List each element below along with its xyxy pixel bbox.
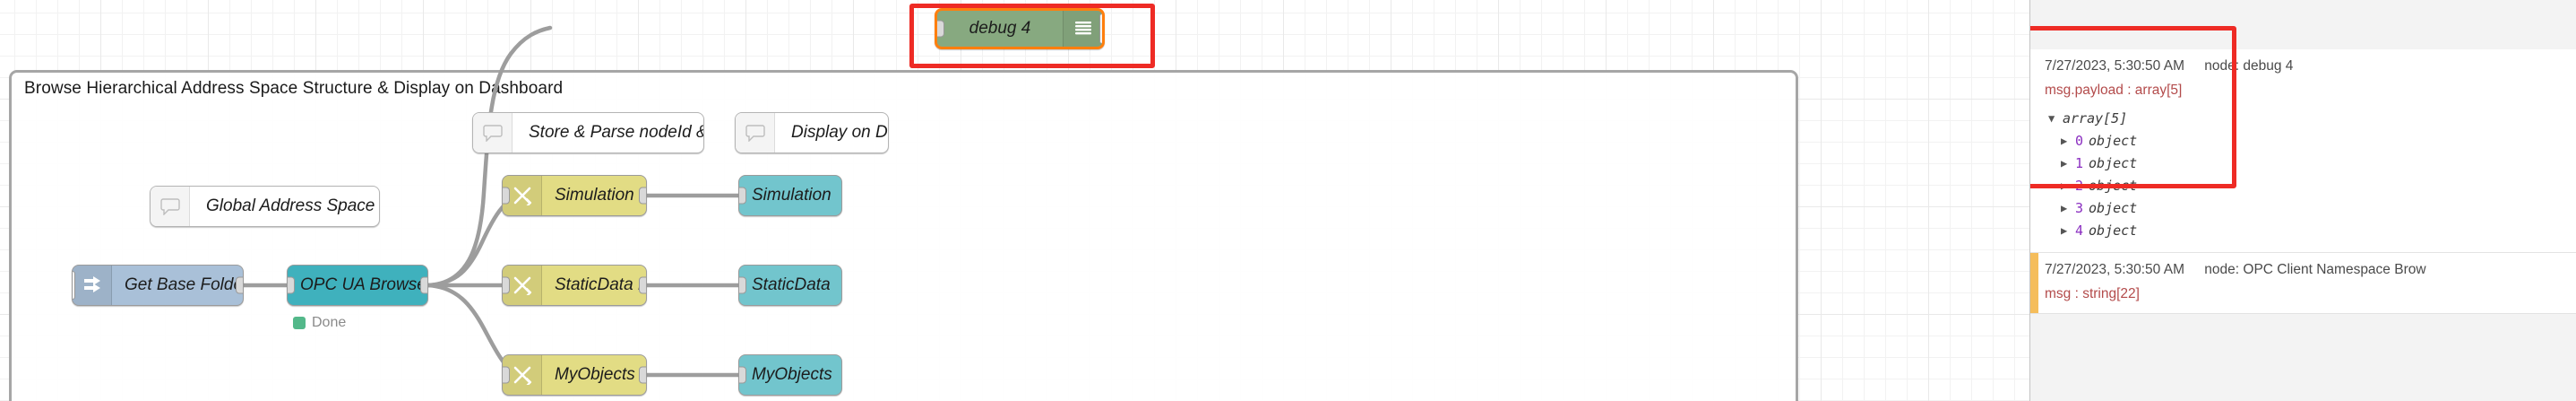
list-lines-icon <box>1063 11 1102 47</box>
message-header: 7/27/2023, 5:30:50 AM node: debug 4 <box>2045 58 2565 74</box>
node-function-simulation-folder[interactable]: Simulation Folder <box>502 175 647 216</box>
ui-staticdata-input-port[interactable] <box>739 276 746 294</box>
node-comment-global-address-space[interactable]: Global Address Space Folder Browse <box>150 186 380 227</box>
node-comment-display-dashboard[interactable]: Display on Dashboard <box>735 112 889 153</box>
message-node-name: node: debug 4 <box>2204 58 2294 74</box>
chevron-right-icon[interactable]: ▶ <box>2061 179 2068 192</box>
tree-item-row[interactable]: ▶ 2 object <box>2045 174 2565 196</box>
message-object-tree[interactable]: ▼ array[5] ▶ 0 object ▶ 1 object ▶ 2 obj… <box>2045 107 2565 241</box>
node-ui-simulation-label: Simulation <box>752 186 831 205</box>
opcua-input-port[interactable] <box>288 276 295 294</box>
node-function-myobjects-label: MyObjects Folder <box>555 365 646 384</box>
chevron-right-icon[interactable]: ▶ <box>2061 134 2068 147</box>
node-status-done: Done <box>293 315 346 331</box>
node-ui-text-staticdata[interactable]: StaticData abc <box>738 265 842 306</box>
node-ui-staticdata-label: StaticData <box>752 275 831 294</box>
message-stripe <box>2030 49 2038 252</box>
tree-item-row[interactable]: ▶ 4 object <box>2045 219 2565 241</box>
flow-group[interactable]: Browse Hierarchical Address Space Struct… <box>9 70 1798 401</box>
inject-arrow-icon <box>73 266 112 305</box>
tree-item-value: object <box>2089 154 2138 171</box>
node-inject-label: Get Base Folder Structure ¹ <box>125 275 244 294</box>
myobjects-folder-input-port[interactable] <box>503 366 510 384</box>
node-function-simulation-label: Simulation Folder <box>555 186 646 205</box>
node-comment-store-parse[interactable]: Store & Parse nodeId & browseName <box>472 112 704 153</box>
tree-item-index: 0 <box>2075 132 2084 149</box>
simulation-folder-output-port[interactable] <box>639 187 646 205</box>
node-inject-get-base-folder-structure[interactable]: Get Base Folder Structure ¹ <box>72 265 244 306</box>
chevron-right-icon[interactable]: ▶ <box>2061 223 2068 237</box>
message-timestamp: 7/27/2023, 5:30:50 AM <box>2045 58 2184 74</box>
node-debug-4[interactable]: debug 4 <box>935 8 1105 49</box>
node-comment-display-label: Display on Dashboard <box>791 123 888 142</box>
status-dot-icon <box>293 317 306 329</box>
debug-message[interactable]: 7/27/2023, 5:30:50 AM node: OPC Client N… <box>2030 253 2576 314</box>
chevron-right-icon[interactable]: ▶ <box>2061 156 2068 170</box>
staticdata-folder-output-port[interactable] <box>639 276 646 294</box>
message-topic: msg : string[22] <box>2045 286 2140 301</box>
message-node-name: node: OPC Client Namespace Brow <box>2204 262 2426 277</box>
node-comment-global-label: Global Address Space Folder Browse <box>206 196 379 215</box>
debug-toggle-icon[interactable] <box>1099 13 1102 44</box>
tree-item-index: 1 <box>2075 154 2084 171</box>
tree-item-value: object <box>2089 222 2138 239</box>
tree-item-row[interactable]: ▶ 1 object <box>2045 152 2565 174</box>
inject-trigger-button[interactable] <box>73 271 75 300</box>
tree-item-value: object <box>2089 199 2138 216</box>
node-comment-store-label: Store & Parse nodeId & browseName <box>529 123 703 142</box>
node-opc-ua-browser[interactable]: OPC UA Browser <box>287 265 428 306</box>
debug-message[interactable]: 7/27/2023, 5:30:50 AM node: debug 4 msg.… <box>2030 49 2576 253</box>
chevron-right-icon[interactable]: ▶ <box>2061 201 2068 214</box>
debug-input-port[interactable] <box>937 20 944 38</box>
node-ui-text-simulation[interactable]: Simulation abc <box>738 175 842 216</box>
message-timestamp: 7/27/2023, 5:30:50 AM <box>2045 262 2184 277</box>
status-label: Done <box>312 315 347 330</box>
opcua-output-port[interactable] <box>420 276 427 294</box>
simulation-folder-input-port[interactable] <box>503 187 510 205</box>
message-topic: msg.payload : array[5] <box>2045 83 2183 98</box>
node-ui-myobjects-label: MyObjects <box>752 365 832 384</box>
debug-sidebar[interactable]: 7/27/2023, 5:30:50 AM node: debug 4 msg.… <box>2029 0 2576 401</box>
message-header: 7/27/2023, 5:30:50 AM node: OPC Client N… <box>2045 262 2565 278</box>
inject-output-port[interactable] <box>236 276 243 294</box>
node-function-staticdata-folder[interactable]: StaticData Folder <box>502 265 647 306</box>
ui-simulation-input-port[interactable] <box>739 187 746 205</box>
tree-item-value: object <box>2089 132 2138 149</box>
comment-bubble-icon <box>473 113 513 153</box>
group-title: Browse Hierarchical Address Space Struct… <box>24 79 564 98</box>
node-function-staticdata-label: StaticData Folder <box>555 275 646 294</box>
comment-bubble-icon <box>736 113 775 153</box>
chevron-down-icon[interactable]: ▼ <box>2048 111 2055 125</box>
tree-root-label: array[5] <box>2063 109 2128 126</box>
node-ui-text-myobjects[interactable]: MyObjects abc <box>738 354 842 396</box>
tree-item-index: 2 <box>2075 177 2084 194</box>
tree-item-row[interactable]: ▶ 3 object <box>2045 196 2565 219</box>
staticdata-folder-input-port[interactable] <box>503 276 510 294</box>
flow-canvas[interactable]: Browse Hierarchical Address Space Struct… <box>0 0 2029 401</box>
node-function-myobjects-folder[interactable]: MyObjects Folder <box>502 354 647 396</box>
ui-myobjects-input-port[interactable] <box>739 366 746 384</box>
node-debug-4-label: debug 4 <box>969 19 1031 38</box>
message-stripe <box>2030 253 2038 313</box>
tree-item-index: 3 <box>2075 199 2084 216</box>
node-opc-ua-browser-label: OPC UA Browser <box>300 275 428 294</box>
tree-item-index: 4 <box>2075 222 2084 239</box>
tree-root-row[interactable]: ▼ array[5] <box>2045 107 2565 129</box>
myobjects-folder-output-port[interactable] <box>639 366 646 384</box>
tree-item-row[interactable]: ▶ 0 object <box>2045 129 2565 152</box>
comment-bubble-icon <box>151 187 190 226</box>
tree-item-value: object <box>2089 177 2138 194</box>
